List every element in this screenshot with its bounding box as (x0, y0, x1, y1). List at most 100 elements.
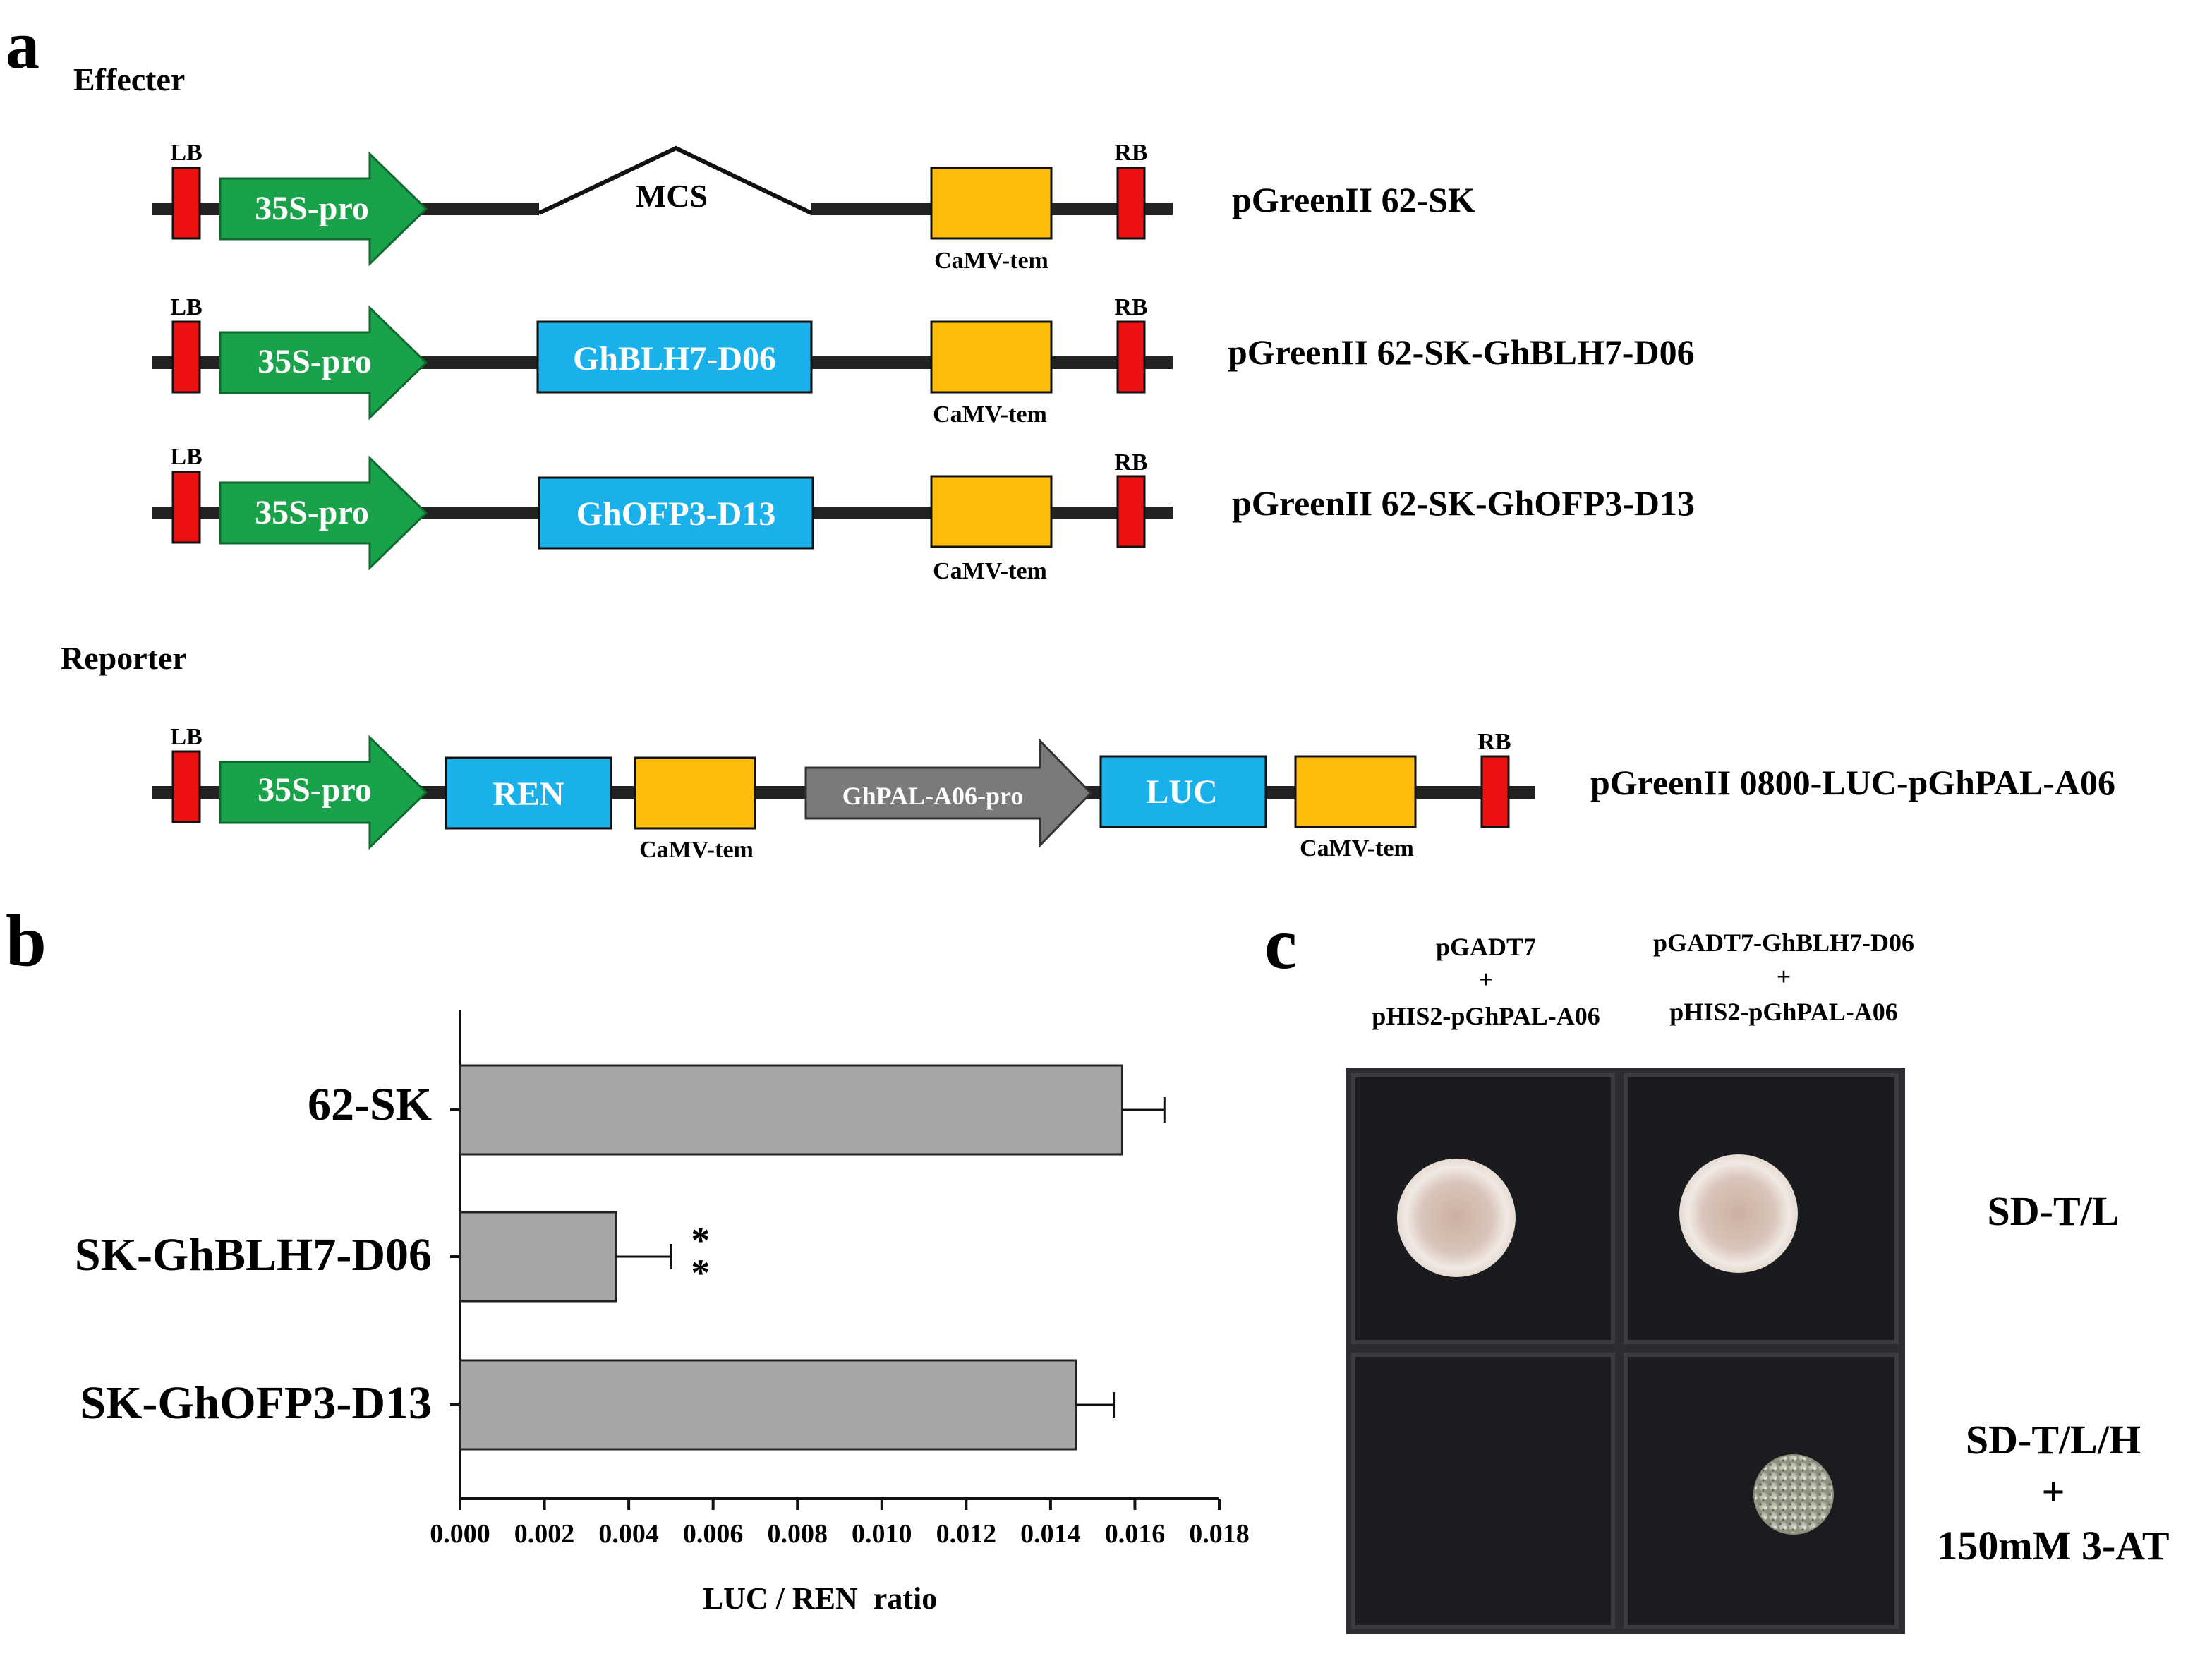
promoter-label: 35S-pro (258, 771, 372, 809)
column-header: pGADT7 + pHIS2-pGhPAL-A06 (1372, 933, 1600, 1030)
terminator-box (930, 475, 1053, 548)
gene-label: LUC (1146, 773, 1217, 811)
panel-c-letter: c (1264, 903, 1297, 984)
pal-promoter-label: GhPAL-A06-pro (842, 782, 1024, 810)
gene-label: GhOFP3-D13 (576, 495, 776, 533)
x-axis-label: LUC / REN ratio (703, 1581, 937, 1616)
tick-label: 0.002 (514, 1519, 575, 1549)
lb-label: LB (170, 444, 202, 470)
tick-label: 0.016 (1105, 1519, 1166, 1549)
gene-box-ren (445, 756, 612, 830)
lb-box (171, 471, 201, 544)
tick-label: 0.000 (430, 1519, 490, 1549)
gene-label: GhBLH7-D06 (573, 340, 776, 377)
rb-box (1116, 167, 1146, 240)
terminator-box (634, 756, 756, 830)
bar (459, 1211, 617, 1303)
panel-c: c pGADT7 + pHIS2-pGhPAL-A06 pGADT7-GhBLH… (1264, 903, 2170, 1634)
promoter-label: 35S-pro (255, 494, 369, 531)
gene-box-ghblh7 (536, 320, 813, 394)
panel-a: a Effecter MCS LB 35S-pro CaMV-tem RB pG… (6, 7, 2115, 863)
row-label-line: SD-T/L (1988, 1188, 2120, 1234)
asterisk: * (691, 1219, 710, 1262)
rb-label: RB (1114, 449, 1147, 476)
row-label-line: 150mM 3-AT (1937, 1523, 2169, 1569)
yeast-colony (1397, 1159, 1516, 1277)
tick-label: 0.006 (683, 1519, 744, 1549)
tick-label: 0.010 (852, 1519, 912, 1549)
column-header-line3: pHIS2-pGhPAL-A06 (1372, 1002, 1600, 1030)
category-labels: 62-SK SK-GhBLH7-D06 SK-GhOFP3-D13 (75, 1079, 432, 1429)
terminator-label: CaMV-tem (934, 248, 1048, 274)
category-label: SK-GhOFP3-D13 (80, 1377, 432, 1429)
row-label-line: SD-T/L/H (1966, 1417, 2141, 1463)
panel-b: b 62-SK SK-GhBLH7-D06 SK-GhOFP3-D13 0.00… (6, 900, 1250, 1616)
terminator-box (930, 167, 1053, 240)
construct-pgreenii-62-sk-ghofp3-d13: LB 35S-pro GhOFP3-D13 CaMV-tem RB pGreen… (152, 444, 1695, 584)
column-header-line1: pGADT7-GhBLH7-D06 (1653, 929, 1914, 957)
construct-reporter: LB 35S-pro REN CaMV-tem GhPAL-A06-pro LU… (152, 724, 2115, 863)
category-label: SK-GhBLH7-D06 (75, 1229, 432, 1281)
bar (459, 1359, 1077, 1451)
promoter-label: 35S-pro (255, 190, 369, 227)
terminator-label: CaMV-tem (933, 558, 1047, 584)
lb-label: LB (170, 294, 202, 320)
pal-promoter-arrow (804, 738, 1093, 848)
lb-label: LB (170, 140, 202, 166)
significance-annotation: ** (691, 1219, 710, 1294)
terminator-box (1294, 755, 1417, 828)
effector-heading: Effecter (73, 61, 185, 97)
terminator-label: CaMV-tem (1300, 835, 1414, 862)
lb-box (171, 320, 201, 394)
lb-box (171, 750, 201, 823)
rb-box (1116, 475, 1146, 548)
gene-box-ghofp3 (538, 476, 814, 550)
rb-label: RB (1477, 729, 1511, 755)
column-header-line2: + (1777, 962, 1791, 991)
lb-box (171, 167, 201, 240)
column-header-line3: pHIS2-pGhPAL-A06 (1669, 998, 1897, 1026)
column-header: pGADT7-GhBLH7-D06 + pHIS2-pGhPAL-A06 (1653, 929, 1914, 1026)
asterisk: * (691, 1252, 710, 1294)
bar (459, 1064, 1124, 1156)
construct-pgreenii-62-sk-ghblh7-d06: LB 35S-pro GhBLH7-D06 CaMV-tem RB pGreen… (152, 294, 1695, 428)
rb-box (1480, 755, 1510, 828)
construct-name: pGreenII 0800-LUC-pGhPAL-A06 (1590, 763, 2115, 802)
rb-label: RB (1114, 140, 1147, 166)
tick-labels: 0.000 0.002 0.004 0.006 0.008 0.010 0.01… (430, 1519, 1250, 1549)
column-header-line1: pGADT7 (1436, 933, 1536, 961)
terminator-label: CaMV-tem (933, 401, 1047, 428)
mcs-label: MCS (636, 178, 708, 214)
construct-name: pGreenII 62-SK-GhOFP3-D13 (1232, 483, 1695, 523)
plate-cell (1351, 1353, 1615, 1629)
promoter-35s-arrow (219, 151, 428, 267)
panel-a-letter: a (6, 7, 40, 83)
terminator-box (930, 320, 1053, 394)
panel-b-letter: b (6, 900, 47, 981)
construct-pgreenii-62-sk: MCS LB 35S-pro CaMV-tem RB pGreenII 62-S… (152, 140, 1475, 274)
reporter-heading: Reporter (61, 640, 187, 676)
tick-label: 0.014 (1020, 1519, 1081, 1549)
yeast-plate-photo (1346, 1068, 1905, 1634)
row-label-line: + (2041, 1469, 2065, 1515)
row-label: SD-T/L (1988, 1188, 2120, 1234)
lb-label: LB (170, 724, 202, 750)
category-label: 62-SK (308, 1079, 432, 1130)
column-header-line2: + (1479, 965, 1494, 993)
tick-label: 0.018 (1189, 1519, 1250, 1549)
rb-label: RB (1114, 294, 1147, 320)
construct-name: pGreenII 62-SK (1232, 180, 1475, 219)
promoter-35s-arrow (219, 455, 428, 571)
bar-chart: 62-SK SK-GhBLH7-D06 SK-GhOFP3-D13 0.000 … (75, 1010, 1250, 1616)
promoter-label: 35S-pro (258, 343, 372, 380)
mcs-caret (538, 145, 813, 215)
row-label: SD-T/L/H + 150mM 3-AT (1937, 1417, 2169, 1569)
construct-name: pGreenII 62-SK-GhBLH7-D06 (1228, 332, 1695, 372)
tick-label: 0.008 (767, 1519, 828, 1549)
tick-label: 0.004 (598, 1519, 659, 1549)
promoter-35s-arrow (219, 305, 428, 421)
gene-box-luc (1099, 755, 1267, 828)
gene-label: REN (492, 775, 564, 813)
terminator-label: CaMV-tem (639, 837, 754, 863)
